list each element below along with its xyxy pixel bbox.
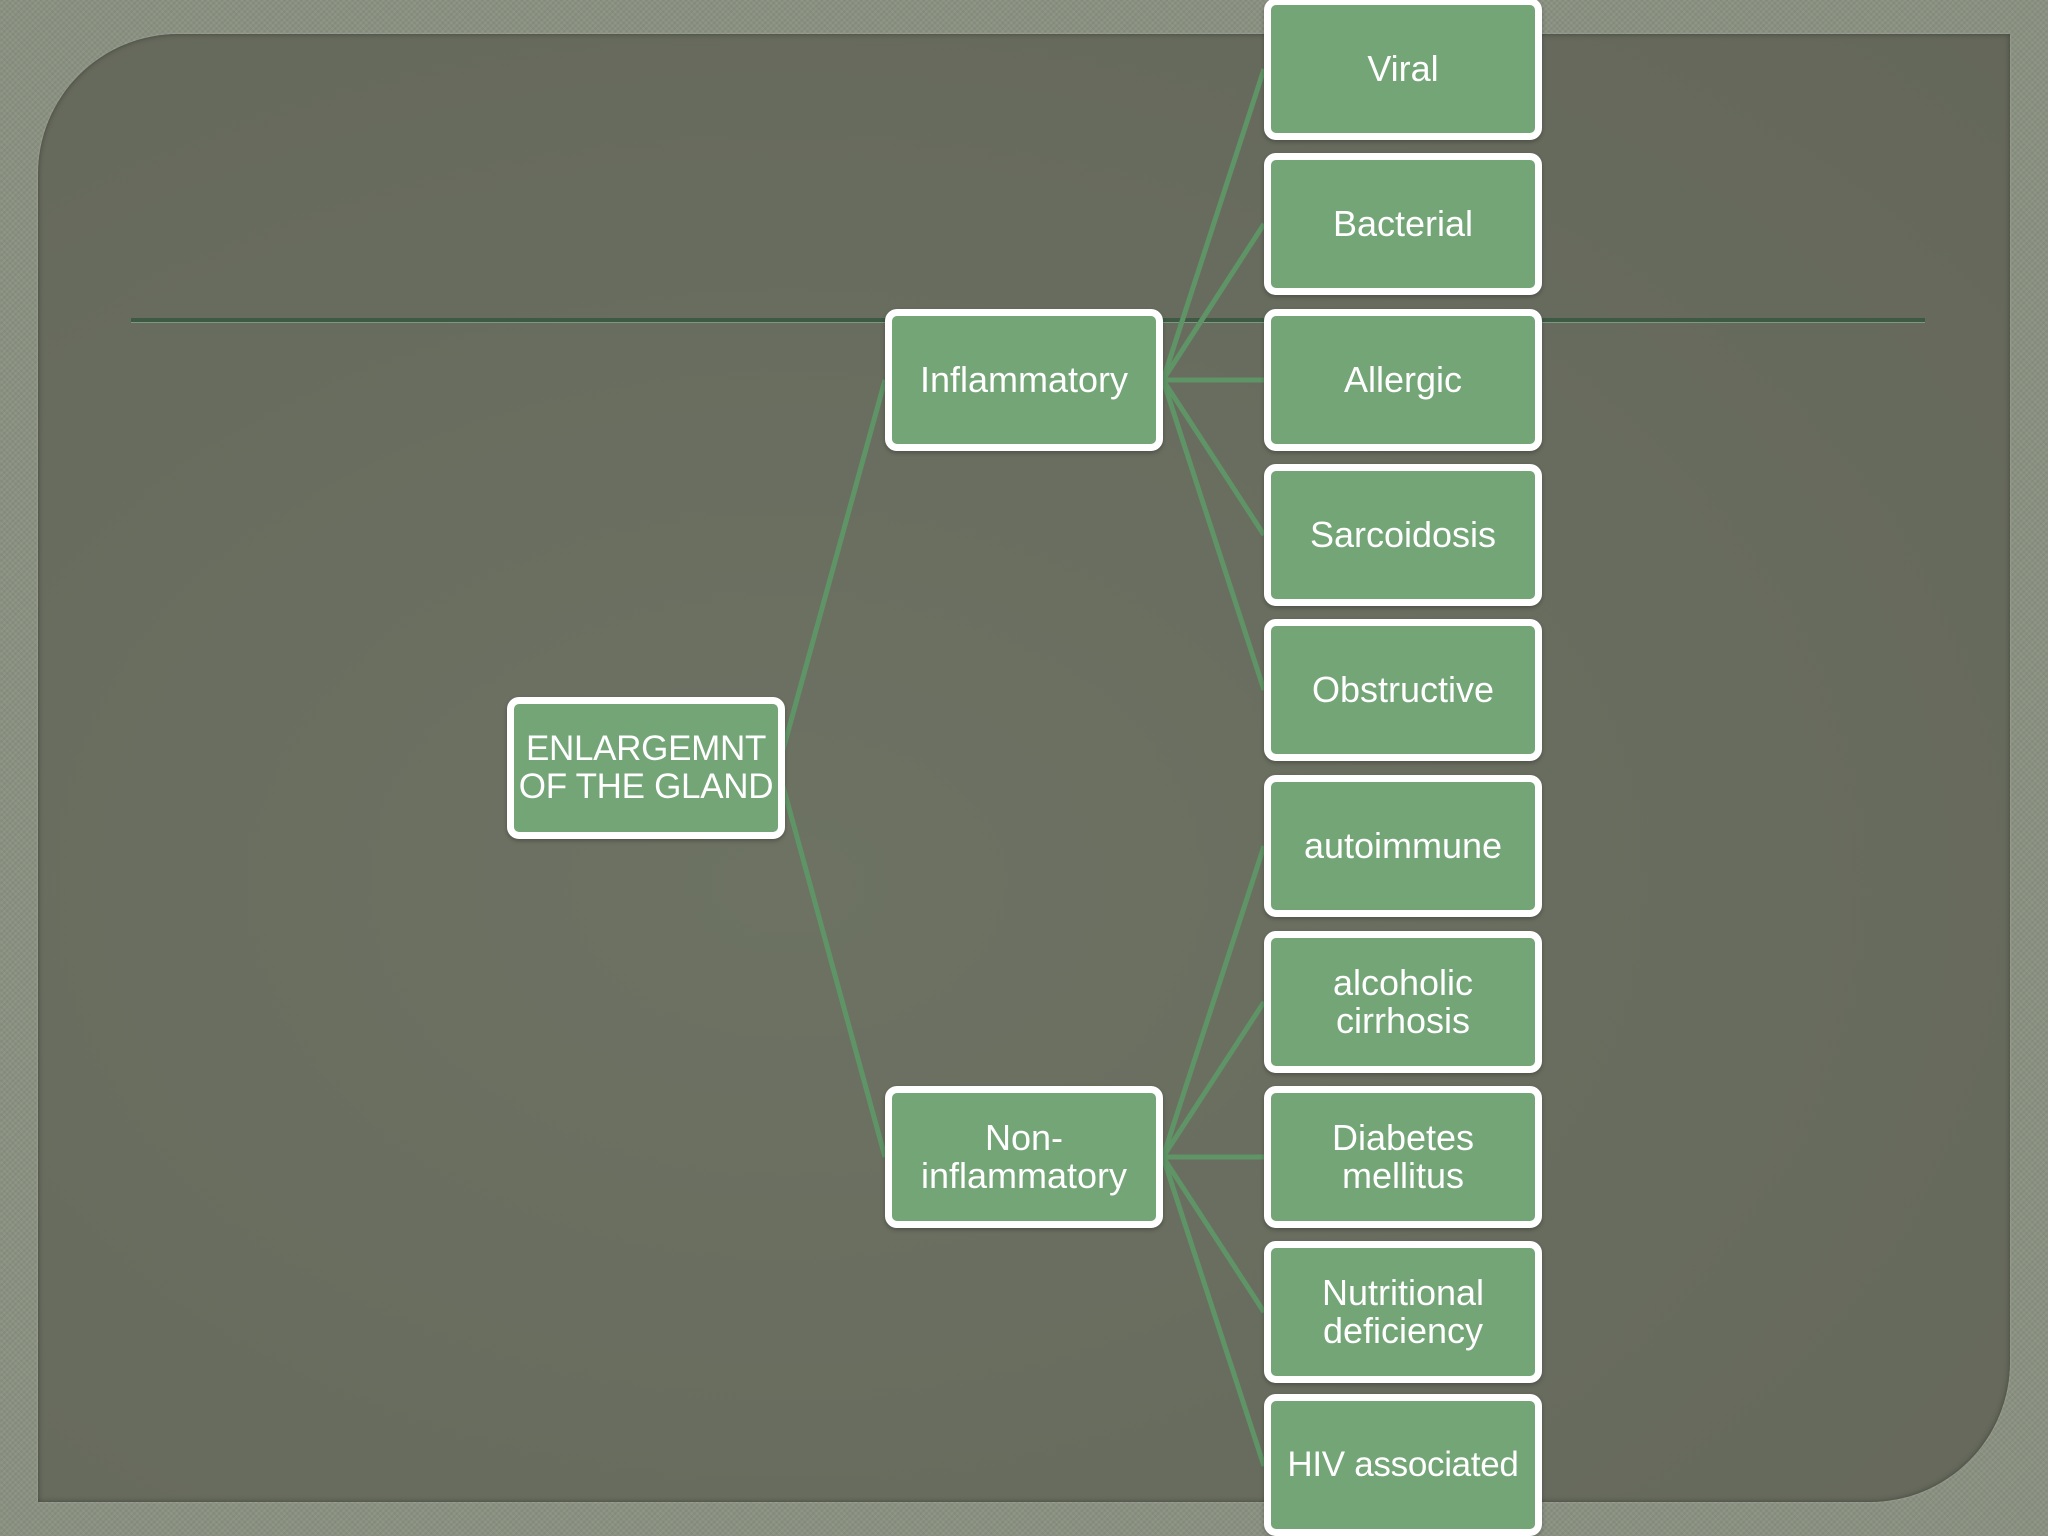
- slide-panel: [38, 34, 2010, 1502]
- connector-noninflammatory-nutritional: [1160, 1155, 1267, 1314]
- node-non-inflammatory: Non-inflammatory: [885, 1086, 1163, 1228]
- node-label: Allergic: [1343, 359, 1463, 400]
- node-alcoholic-cirrhosis: alcoholic cirrhosis: [1264, 931, 1542, 1073]
- node-label: Obstructive: [1311, 669, 1495, 710]
- node-label: Bacterial: [1332, 203, 1474, 244]
- node-hiv-associated: HIV associated: [1264, 1394, 1542, 1536]
- node-enlargement-of-the-gland: ENLARGEMNT OF THE GLAND: [507, 697, 785, 839]
- node-obstructive: Obstructive: [1264, 619, 1542, 761]
- node-diabetes-mellitus: Diabetes mellitus: [1264, 1086, 1542, 1228]
- connector-inflammatory-sarcoidosis: [1160, 378, 1267, 537]
- node-label: Non-inflammatory: [920, 1117, 1128, 1196]
- node-label: Viral: [1367, 48, 1439, 89]
- node-bacterial: Bacterial: [1264, 153, 1542, 295]
- connector-noninflammatory-alcoholic: [1160, 1000, 1267, 1159]
- connector-inflammatory-obstructive: [1160, 379, 1267, 691]
- node-label: autoimmune: [1303, 825, 1503, 866]
- connector-inflammatory-bacterial: [1160, 222, 1267, 382]
- connector-noninflammatory-hiv: [1160, 1156, 1267, 1467]
- node-label: alcoholic cirrhosis: [1332, 962, 1474, 1041]
- node-allergic: Allergic: [1264, 309, 1542, 451]
- node-label: HIV associated: [1287, 1445, 1519, 1484]
- connector-inflammatory-viral: [1160, 68, 1267, 381]
- node-label: Inflammatory: [919, 359, 1129, 400]
- node-sarcoidosis: Sarcoidosis: [1264, 464, 1542, 606]
- node-nutritional-deficiency: Nutritional deficiency: [1264, 1241, 1542, 1383]
- node-label: Sarcoidosis: [1309, 514, 1497, 555]
- connector-root-noninflammatory: [775, 767, 888, 1158]
- node-autoimmune: autoimmune: [1264, 775, 1542, 917]
- node-label: Nutritional deficiency: [1321, 1272, 1485, 1351]
- node-viral: Viral: [1264, 0, 1542, 140]
- node-label: ENLARGEMNT OF THE GLAND: [518, 729, 774, 806]
- node-label: Diabetes mellitus: [1331, 1117, 1475, 1196]
- connector-noninflammatory-autoimmune: [1160, 845, 1267, 1158]
- connector-root-inflammatory: [775, 379, 888, 769]
- node-inflammatory: Inflammatory: [885, 309, 1163, 451]
